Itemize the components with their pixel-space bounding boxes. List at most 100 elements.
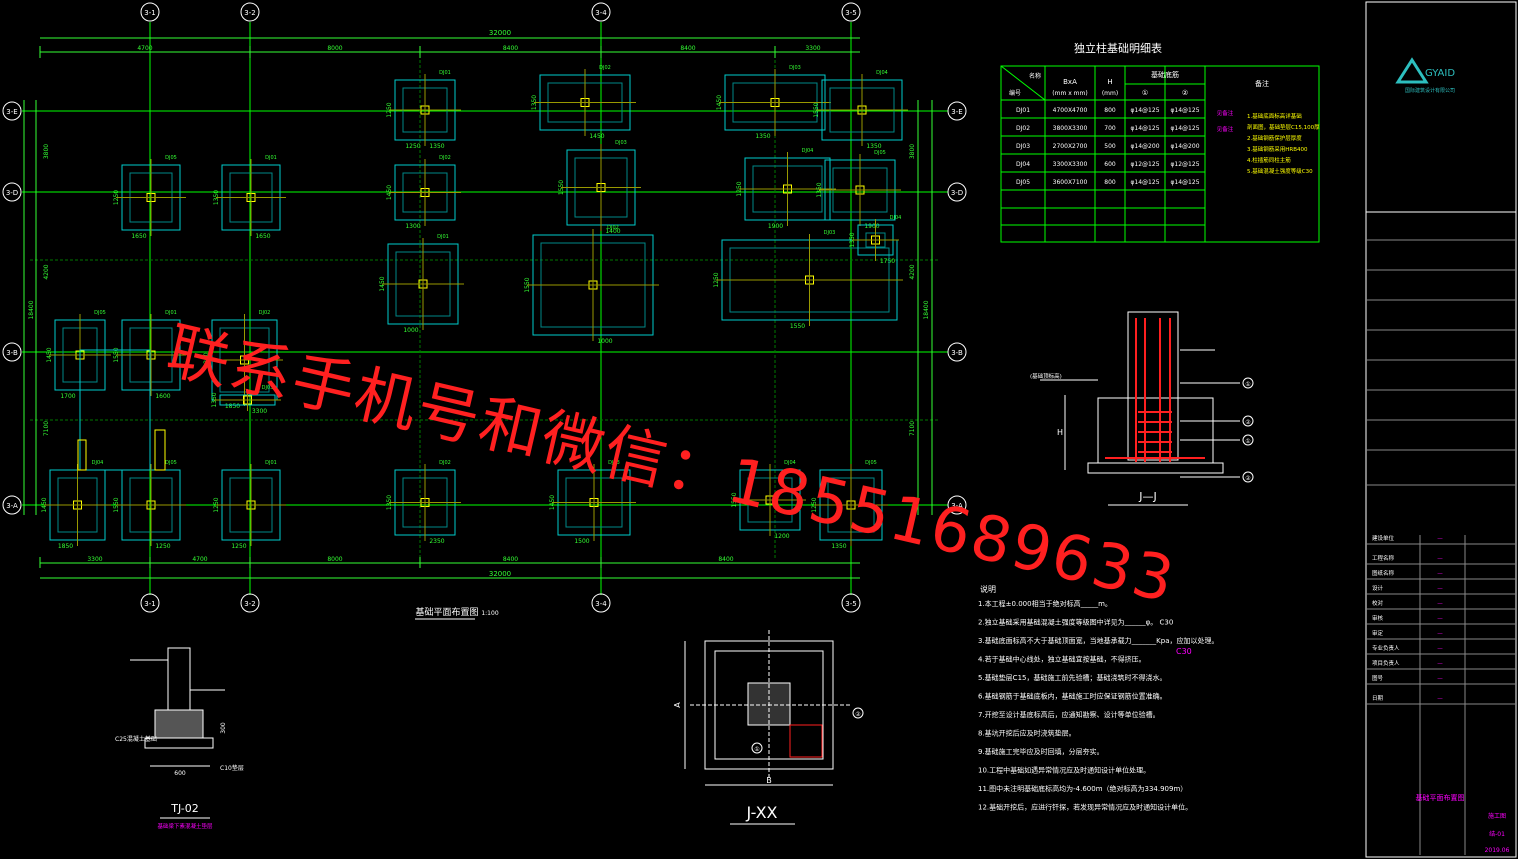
axis-bubble (140, 593, 160, 613)
footing-tag: DJ05 (165, 460, 177, 466)
title-value: — (1437, 586, 1443, 592)
note-item: 6.基础钢筋于基础底板内，基础施工时应保证钢筋位置准确。 (978, 692, 1167, 701)
axis-bubble (2, 182, 22, 202)
footing-side-dim: 1450 (549, 495, 556, 510)
footing-side-dim: 1250 (113, 190, 120, 205)
axis-label: 3-2 (244, 9, 255, 17)
schedule-header: H (1107, 78, 1112, 86)
tj-note: 基础梁下素混凝土垫层 (157, 822, 213, 830)
small-details: BA①②J-XX600300C25混凝土基础C10垫层TJ-02基础梁下素混凝土… (115, 630, 864, 830)
note-highlight: C30 (1176, 647, 1192, 656)
dim-bottom-bay: 8000 (327, 556, 342, 563)
axis-bubble (2, 495, 22, 515)
axis-label: 3-2 (244, 600, 255, 608)
footing-tag: DJ04 (876, 70, 888, 76)
footing-side-dim: 1350 (213, 190, 220, 205)
dim-bottom-total: 32000 (489, 570, 511, 578)
jxx-rebar-zone (789, 724, 823, 758)
plan-scale: 1:100 (481, 610, 498, 617)
footing-tag: DJ04 (784, 460, 796, 466)
footing-side-dim: 1450 (46, 347, 53, 362)
footing-tag: DJ03 (262, 385, 274, 391)
footing-side-dim: 1250 (203, 352, 210, 367)
dim-left-total: 18400 (28, 300, 35, 319)
title-label: 校对 (1372, 599, 1384, 607)
schedule-remark: 3.基础钢筋采用HRB400 (1247, 145, 1308, 153)
axis-bubble (240, 593, 260, 613)
footing-dim: 1300 (405, 223, 420, 230)
jxx-marker (852, 707, 864, 719)
jxx-marker-label: ② (855, 711, 861, 718)
title-label: 审核 (1372, 614, 1384, 622)
firm-name: 国际建筑设计有限公司 (1405, 87, 1455, 94)
note-item: 7.开挖至设计基底标高后，应通知勘察、设计等单位验槽。 (978, 710, 1160, 719)
schedule-cell: 3800X3300 (1053, 125, 1088, 132)
rebar-marker-label: ① (1245, 381, 1250, 388)
footing-tag: DJ02 (439, 155, 451, 161)
footing-dim: 1900 (864, 223, 879, 230)
tj-label: C10垫层 (220, 764, 244, 772)
axis-bubble (947, 342, 967, 362)
axis-bubble (591, 593, 611, 613)
note-item: 2.独立基础采用基础混凝土强度等级图中详见为______φ。 C30 (978, 618, 1173, 627)
schedule-cell: DJ05 (1016, 179, 1030, 186)
footing-tag: DJ03 (615, 140, 627, 146)
rebar-marker-label: ② (1245, 475, 1251, 482)
footing-side-dim: 1550 (813, 102, 820, 117)
footing-side-dim: 1450 (716, 95, 723, 110)
footing-dim: 3300 (252, 408, 267, 415)
rebar-marker (1242, 415, 1254, 427)
footing-dim: 1400 (605, 228, 620, 235)
schedule-rebar-sub: ② (1182, 89, 1188, 97)
dim-right-total: 18400 (923, 300, 930, 319)
rebar-marker (1242, 471, 1254, 483)
footing-dim: 1250 (155, 543, 170, 550)
footing-dim: 1850 (225, 403, 240, 410)
title-label: 工程名称 (1372, 554, 1395, 562)
dim-left-row: 3800 (43, 144, 50, 159)
schedule-cell: φ14@125 (1130, 179, 1159, 186)
axis-bubble (591, 2, 611, 22)
dim-top-bay: 8000 (327, 45, 342, 52)
schedule-unit: 编号 (1009, 89, 1021, 97)
axis-bubble (2, 101, 22, 121)
footing-tag: DJ02 (259, 310, 271, 316)
footing-dim: 1700 (60, 393, 75, 400)
tj-title: TJ-02 (170, 802, 199, 815)
axis-bubble (947, 101, 967, 121)
schedule-unit: (mm x mm) (1052, 90, 1087, 97)
schedule-cell: 2700X2700 (1053, 143, 1088, 150)
axis-label: 3-D (951, 189, 963, 197)
axis-bubble (947, 495, 967, 515)
design-notes: 说明1.本工程±0.000相当于绝对标高_____m。2.独立基础采用基础混凝土… (978, 584, 1219, 812)
schedule-cell: φ14@200 (1170, 143, 1199, 150)
schedule-cell: φ12@125 (1130, 161, 1159, 168)
axis-bubble (841, 2, 861, 22)
note-item: 12.基础开挖后，应进行钎探，若发现异常情况应及时通知设计单位。 (978, 803, 1192, 812)
schedule-cell: 700 (1104, 125, 1116, 132)
schedule-cell: φ12@125 (1170, 161, 1199, 168)
footing-tag: DJ02 (599, 65, 611, 71)
rebar-marker (1242, 434, 1254, 446)
schedule-cell: DJ02 (1016, 125, 1030, 132)
footing-dim: 1650 (131, 233, 146, 240)
title-label: 项目负责人 (1372, 659, 1400, 667)
jxx-dim-a-label: A (673, 702, 682, 708)
footing-side-dim: 1250 (713, 272, 720, 287)
schedule-cell: 800 (1104, 107, 1116, 114)
schedule-header: BxA (1063, 78, 1077, 86)
dim-top-bay: 4700 (137, 45, 152, 52)
tj-blinding (144, 737, 214, 749)
axis-label: 3-B (951, 349, 963, 357)
strip-marker (77, 439, 87, 471)
schedule-cell: φ14@125 (1170, 125, 1199, 132)
footing-side-dim: 1550 (558, 180, 565, 195)
footing-dim: 1000 (597, 338, 612, 345)
title-value: — (1437, 601, 1443, 607)
dim-bottom-bay: 3300 (87, 556, 102, 563)
plan-title: 基础平面布置图 (415, 606, 478, 618)
title-value: — (1437, 616, 1443, 622)
